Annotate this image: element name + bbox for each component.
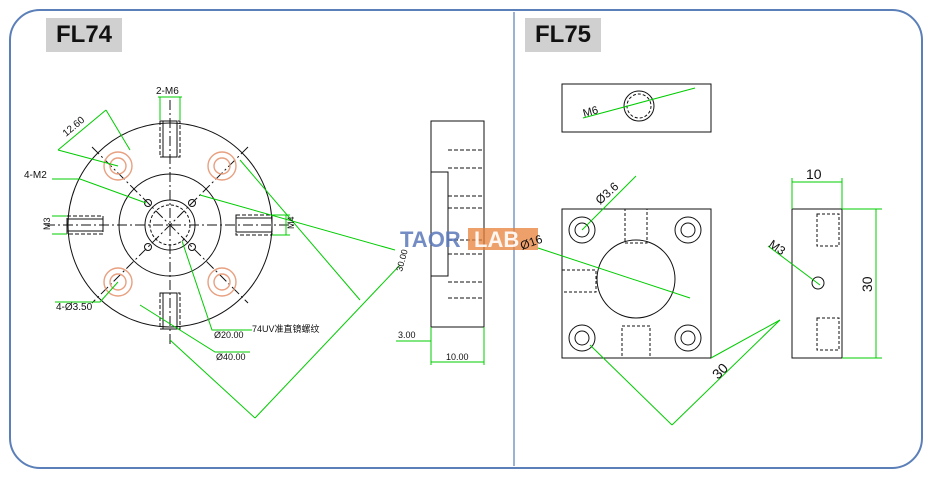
label-phi40: Ø40.00 xyxy=(216,352,246,362)
fl74-side-view xyxy=(430,120,485,328)
fl74-dimension-lines xyxy=(52,96,401,419)
label-30-side: 30 xyxy=(859,276,875,292)
label-m6: M6 xyxy=(582,104,600,120)
label-2-m6: 2-M6 xyxy=(156,86,179,97)
fl74-counterbore-holes xyxy=(103,151,237,297)
label-4-m2: 4-M2 xyxy=(24,170,47,181)
panel-title-fl74: FL74 xyxy=(46,18,123,52)
label-4-phi350: 4-Ø3.50 xyxy=(56,302,93,313)
taorlab-watermark: TAOR LAB xyxy=(400,227,538,252)
fl74-front-view xyxy=(45,100,295,345)
label-uv-note: 74UV准直镜螺纹 xyxy=(252,323,320,334)
watermark-part1: TAOR xyxy=(400,227,461,252)
fl75-side-dimensions xyxy=(767,178,882,359)
panel-title-fl75: FL75 xyxy=(525,18,602,52)
fl74-side-dimensions xyxy=(396,327,485,365)
outer-frame xyxy=(9,9,923,469)
label-phi20: Ø20.00 xyxy=(214,330,244,340)
label-10-00: 10.00 xyxy=(446,352,469,362)
label-10: 10 xyxy=(806,166,822,182)
fl75-side-view xyxy=(791,208,843,359)
label-m4: M4 xyxy=(286,216,296,229)
watermark-part2: LAB xyxy=(474,227,519,252)
fl75-dimension-lines xyxy=(537,175,781,426)
label-3-00: 3.00 xyxy=(398,330,416,340)
label-m3: M3 xyxy=(42,217,52,230)
fl75-front-view xyxy=(561,208,712,359)
